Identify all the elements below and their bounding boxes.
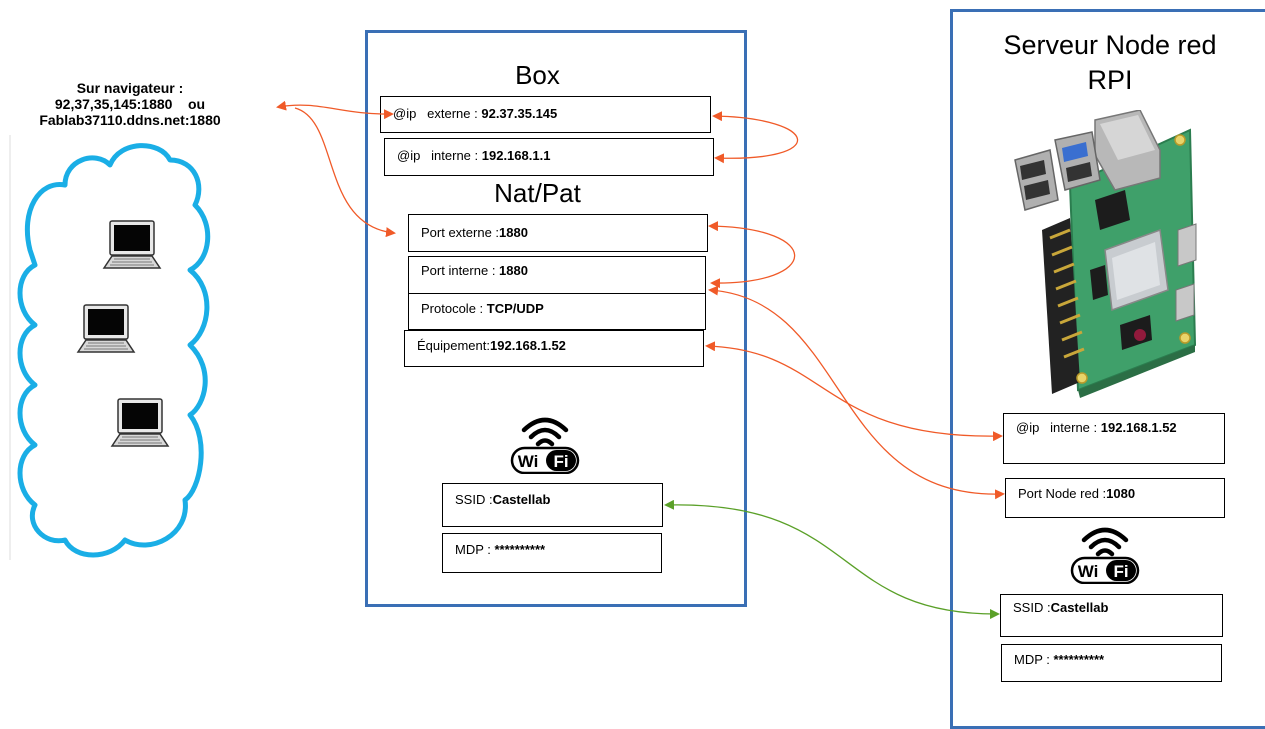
browser-line-2: 92,37,35,145:1880 ou bbox=[54, 96, 206, 112]
cloud-icon bbox=[9, 135, 211, 560]
box-ssid: SSID :Castellab bbox=[442, 483, 663, 527]
box-ssid-value: Castellab bbox=[492, 492, 551, 507]
box-ssid-label: SSID : bbox=[455, 492, 493, 507]
server-ssid: SSID :Castellab bbox=[1000, 594, 1223, 637]
port-externe: Port externe :1880 bbox=[408, 214, 708, 252]
wifi-icon: Wi Fi bbox=[510, 417, 580, 474]
box-mdp: MDP : ********** bbox=[442, 533, 662, 573]
port-node-red: Port Node red :1080 bbox=[1005, 478, 1225, 518]
equipement-value: 192.168.1.52 bbox=[490, 338, 566, 353]
port-interne-label: Port interne : bbox=[421, 263, 500, 278]
browser-line-3: Fablab37110.ddns.net:1880 bbox=[39, 112, 221, 128]
protocole-label: Protocole : bbox=[421, 301, 487, 316]
server-mdp-label: MDP : bbox=[1014, 652, 1054, 667]
server-mdp: MDP : ********** bbox=[1001, 644, 1222, 682]
box-mdp-value: ********** bbox=[494, 542, 546, 557]
server-ssid-value: Castellab bbox=[1050, 600, 1109, 615]
server-mdp-value: ********** bbox=[1053, 652, 1105, 667]
port-node-red-value: 1080 bbox=[1106, 486, 1136, 501]
port-node-red-label: Port Node red : bbox=[1018, 486, 1107, 501]
laptop-icon bbox=[102, 220, 162, 269]
equipement-label: Équipement: bbox=[417, 338, 490, 353]
protocole-value: TCP/UDP bbox=[486, 301, 544, 316]
box-ip-interne: @ip interne : 192.168.1.1 bbox=[384, 138, 714, 176]
wifi-icon: Wi Fi bbox=[1070, 527, 1140, 584]
server-ip-interne-label: @ip interne : bbox=[1016, 420, 1101, 435]
box-ip-externe-value: 92.37.35.145 bbox=[481, 106, 558, 121]
box-ip-externe: @ip externe : 92.37.35.145 bbox=[380, 96, 711, 133]
server-ip-interne: @ip interne : 192.168.1.52 bbox=[1003, 413, 1225, 464]
wifi-logo-right: Fi bbox=[1113, 562, 1128, 581]
laptop-icon bbox=[110, 398, 170, 447]
port-externe-value: 1880 bbox=[499, 225, 528, 240]
laptop-icon bbox=[76, 304, 136, 353]
port-interne: Port interne : 1880 bbox=[408, 256, 706, 294]
server-ssid-label: SSID : bbox=[1013, 600, 1051, 615]
box-ip-interne-label: @ip interne : bbox=[397, 148, 482, 163]
protocole: Protocole : TCP/UDP bbox=[408, 293, 706, 330]
server-title-line-1: Serveur Node red bbox=[1003, 30, 1217, 60]
equipement: Équipement:192.168.1.52 bbox=[404, 330, 704, 367]
box-mdp-label: MDP : bbox=[455, 542, 495, 557]
port-externe-label: Port externe : bbox=[421, 225, 500, 240]
server-title-line-2: RPI bbox=[1087, 65, 1133, 95]
browser-line-1: Sur navigateur : bbox=[76, 80, 184, 96]
box-ip-externe-label: @ip externe : bbox=[393, 106, 482, 121]
wifi-logo-right: Fi bbox=[553, 452, 568, 471]
box-title: Box bbox=[515, 60, 560, 90]
nat-pat-title: Nat/Pat bbox=[494, 178, 581, 208]
raspberry-pi-board bbox=[1014, 110, 1197, 398]
port-interne-value: 1880 bbox=[499, 263, 528, 278]
box-ip-interne-value: 192.168.1.1 bbox=[481, 148, 551, 163]
wifi-logo-left: Wi bbox=[518, 452, 539, 471]
server-ip-interne-value: 192.168.1.52 bbox=[1100, 420, 1177, 435]
wifi-logo-left: Wi bbox=[1078, 562, 1099, 581]
browser-caption: Sur navigateur : 92,37,35,145:1880 ou Fa… bbox=[10, 80, 250, 128]
